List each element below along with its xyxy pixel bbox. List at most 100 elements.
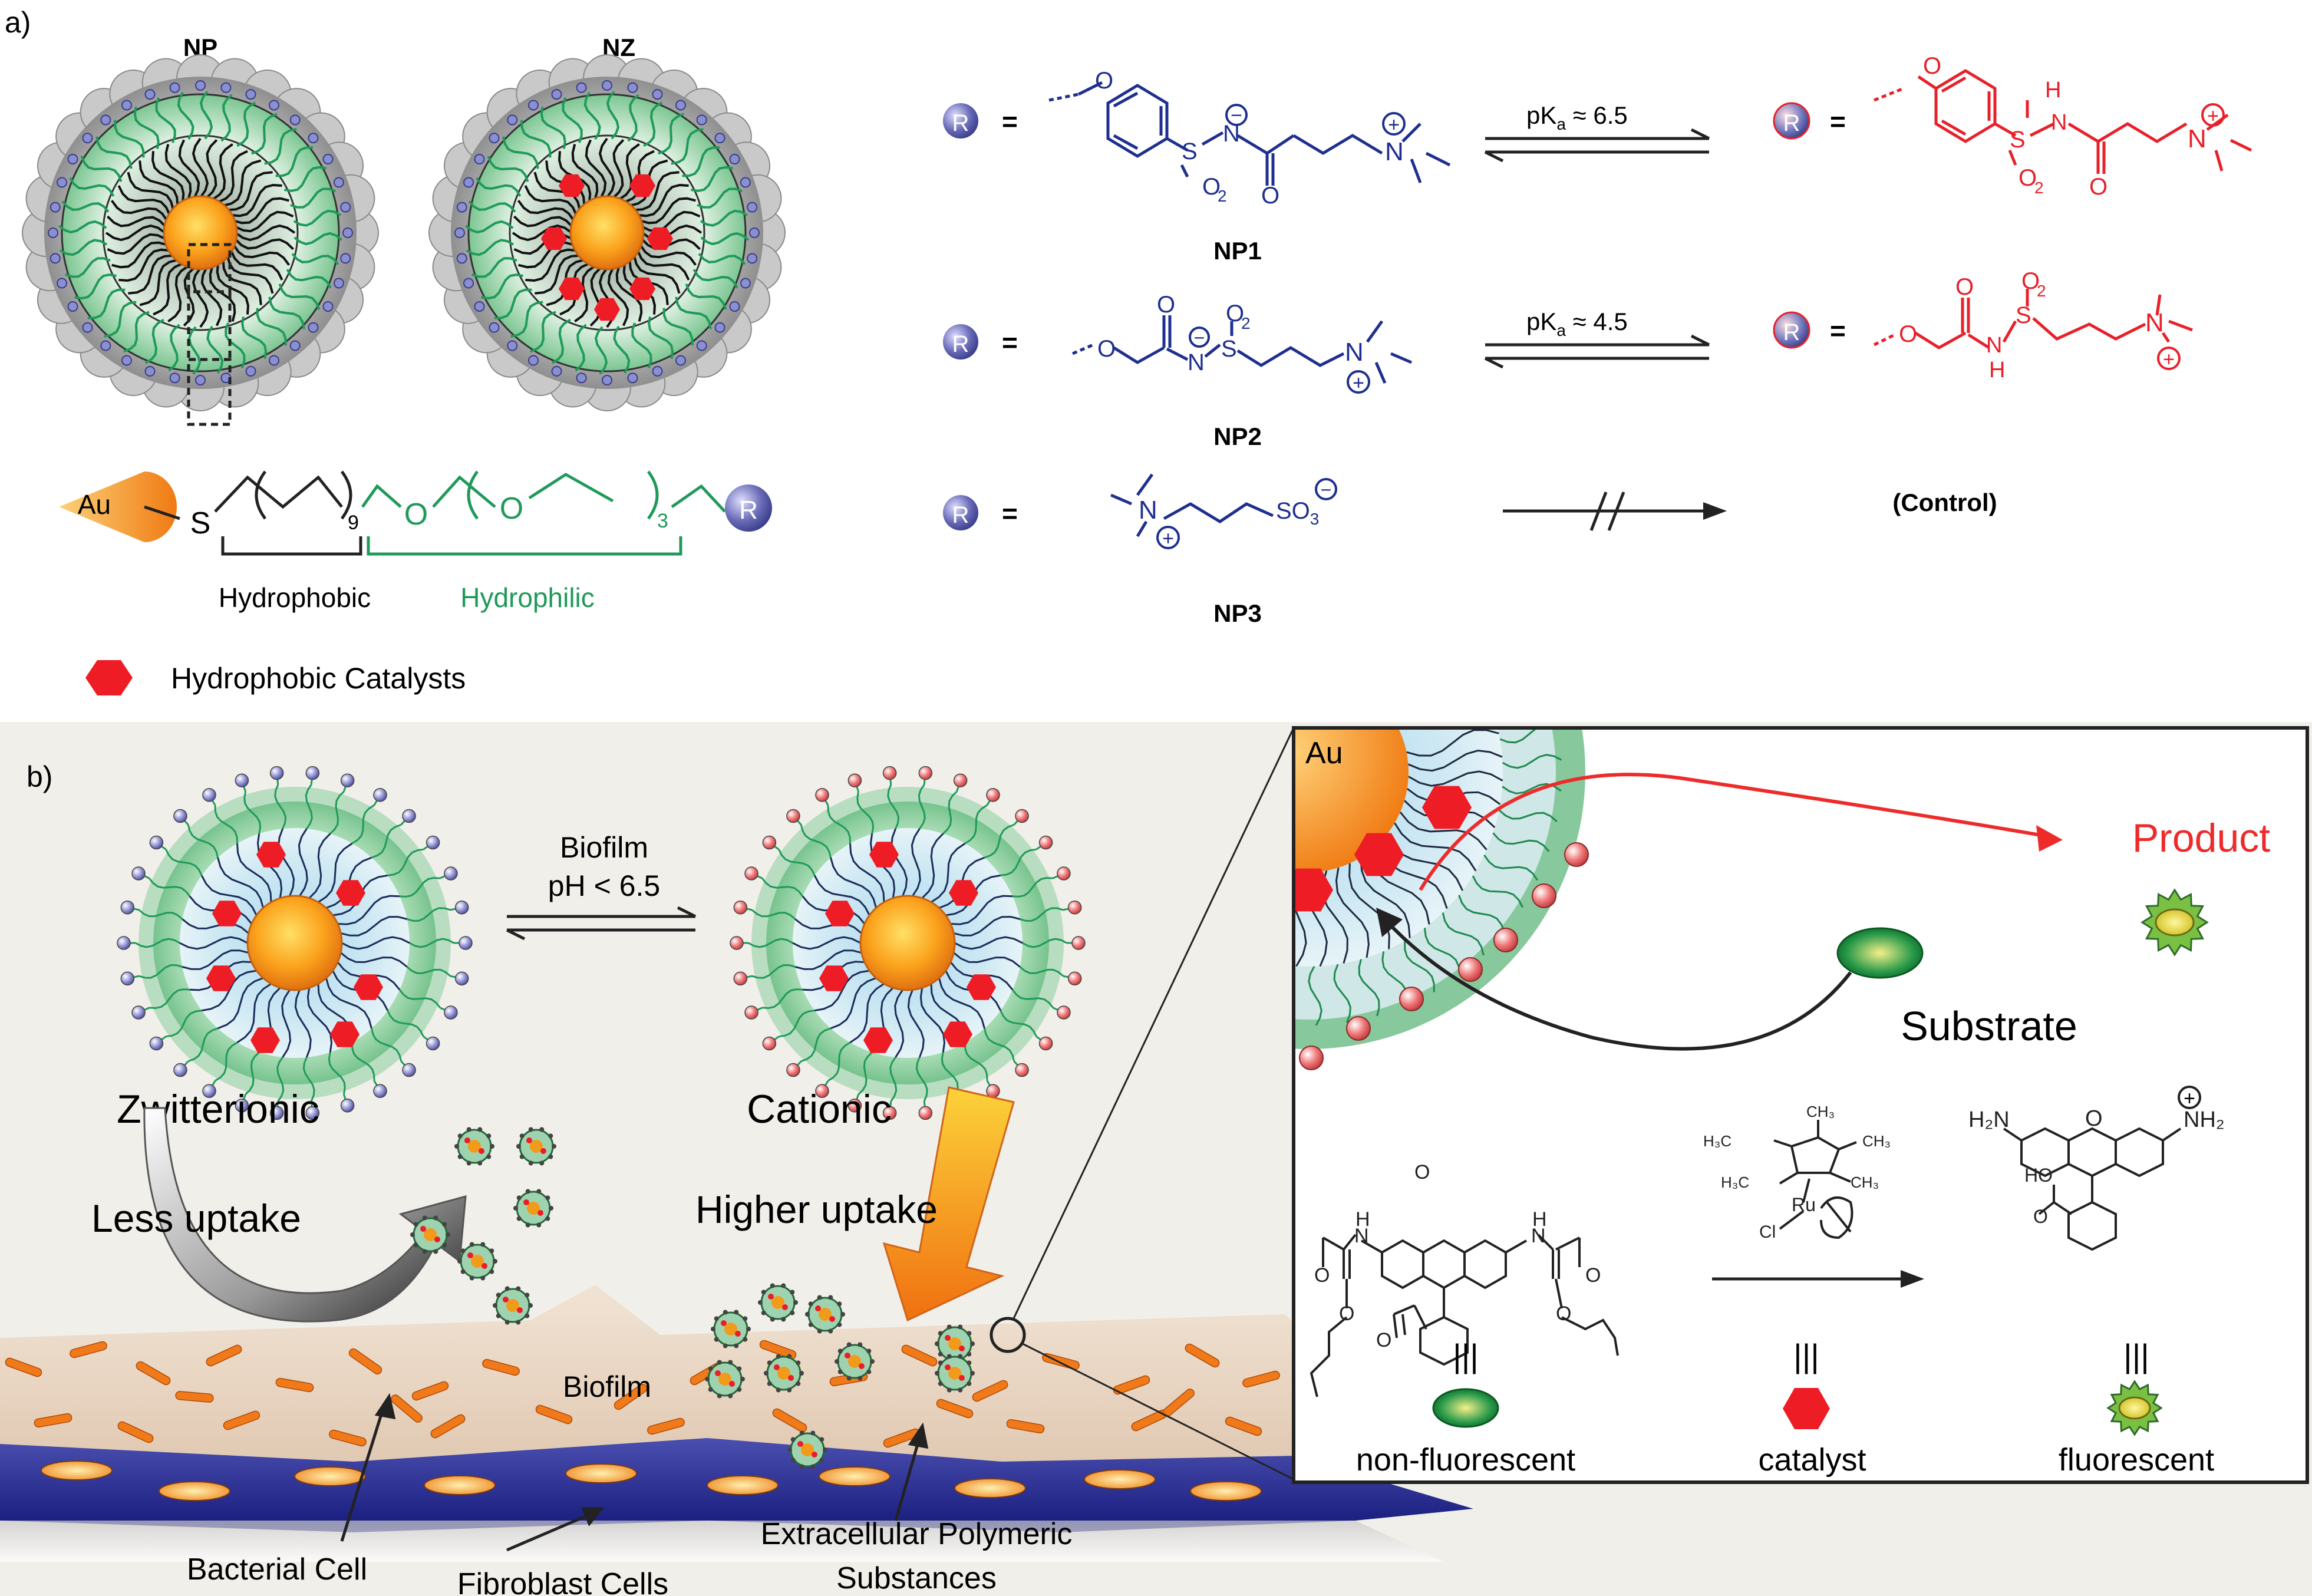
- peg-strand: [236, 101, 256, 147]
- end-group: [100, 114, 111, 126]
- peg-strand: [1019, 966, 1064, 977]
- small-nz-end: [466, 1127, 471, 1132]
- np2-plus: +: [1353, 372, 1364, 394]
- small-nz-end: [519, 1154, 525, 1159]
- peg-strand: [761, 878, 804, 897]
- ru-h3c-bottom: H₃C: [1721, 1173, 1749, 1191]
- bacterium: [1225, 1416, 1262, 1436]
- inset-cationic-groups: [1299, 842, 1589, 1070]
- alkyl-strand: [589, 266, 602, 327]
- peg-strand: [293, 232, 342, 246]
- np1p-o: O: [1923, 53, 1941, 79]
- small-nz-core: [506, 1299, 519, 1312]
- small-nz-end: [717, 1393, 722, 1399]
- small-nz-end: [410, 1232, 415, 1237]
- bacterium: [772, 1408, 807, 1433]
- end-group: [117, 936, 131, 950]
- small-nz-cat: [729, 1381, 735, 1387]
- np2p-plus: +: [2163, 348, 2175, 371]
- ligand-o1: O: [404, 497, 428, 532]
- end-group: [744, 1005, 758, 1020]
- small-nz-end: [810, 1430, 816, 1436]
- small-nz-cat: [945, 1335, 951, 1341]
- small-nz-core: [527, 1202, 540, 1215]
- peg-strand: [406, 966, 451, 977]
- catalyst-hexagon: [629, 277, 655, 301]
- panel-b-label: b): [27, 760, 52, 793]
- peg-strand: [697, 187, 743, 209]
- left-mol-o5: O: [1556, 1302, 1571, 1325]
- xanthene-o: O: [2085, 1106, 2103, 1131]
- np1-o2: O: [1202, 174, 1221, 200]
- end-group: [1067, 971, 1082, 986]
- end-group: [426, 835, 440, 850]
- peg-strand: [700, 209, 748, 227]
- alkyl-strand: [200, 875, 258, 916]
- small-nz-end: [737, 1366, 742, 1371]
- small-nz-cat: [768, 1294, 774, 1300]
- r-np3: R: [952, 502, 969, 528]
- end-group: [340, 1099, 355, 1113]
- peg-strand: [857, 1051, 873, 1095]
- end-group: [342, 227, 353, 238]
- ligand-s: S: [190, 506, 211, 540]
- small-nz-end: [504, 1286, 510, 1291]
- peg-strand: [751, 964, 796, 979]
- peg-strand: [371, 823, 402, 859]
- inset-catalysts: [1295, 786, 1472, 912]
- end-group: [120, 971, 135, 986]
- alkyl-strand: [233, 197, 289, 225]
- peg-strand: [187, 825, 219, 858]
- small-nz-end: [846, 1376, 852, 1381]
- small-nz-end: [740, 1377, 745, 1381]
- small-nz-end: [799, 1430, 804, 1436]
- small-nz-end: [967, 1331, 972, 1336]
- zoom-box-outer: [187, 358, 232, 426]
- alkyl-strand: [340, 952, 408, 968]
- small-nz-end: [528, 1160, 533, 1166]
- small-nz-core: [801, 1443, 814, 1456]
- small-nz-end: [516, 1286, 521, 1291]
- alkyl-strand: [217, 857, 264, 908]
- end-group: [121, 100, 132, 111]
- peg-strand: [476, 177, 522, 197]
- alkyl-strand: [217, 150, 248, 203]
- small-nz-end: [545, 1216, 550, 1221]
- alkyl-strand: [931, 842, 966, 903]
- peg-strand: [87, 288, 126, 319]
- small-nz-end: [808, 1301, 813, 1307]
- end-group: [308, 133, 319, 144]
- small-nz-end: [835, 1359, 839, 1364]
- alkyl-strand: [209, 265, 236, 322]
- ru-label: Ru: [1792, 1194, 1816, 1215]
- bacterial-cell-label: Bacterial Cell: [187, 1552, 367, 1587]
- alkyl-strand: [341, 936, 410, 950]
- higher-uptake-label: Higher uptake: [695, 1188, 938, 1231]
- small-nz-core: [468, 1140, 481, 1153]
- zoom-box-inner: [187, 243, 232, 294]
- end-group: [57, 177, 68, 188]
- small-nz-cat: [945, 1364, 951, 1370]
- np1-co-o: O: [1261, 183, 1279, 209]
- cell-nucleus: [1084, 1469, 1156, 1489]
- cell-nucleus: [41, 1460, 113, 1480]
- catalyst-hexagon: [212, 901, 242, 926]
- alkyl-strand: [298, 828, 308, 897]
- alkyl-strand: [954, 936, 1023, 950]
- peg-strand: [398, 989, 441, 1008]
- peg-strand: [138, 909, 183, 920]
- alkyl-strand: [953, 952, 1021, 968]
- end-group: [602, 375, 612, 385]
- gold-wedge: [59, 471, 177, 542]
- biofilm-condition-line1: Biofilm: [560, 831, 648, 864]
- catalyst-hexagon: [949, 880, 978, 906]
- peg-strand: [1000, 848, 1037, 876]
- small-nz-cat: [815, 1305, 821, 1311]
- left-mol-n2: N: [1531, 1225, 1546, 1247]
- end-group: [305, 766, 320, 780]
- small-nz-end: [767, 1360, 772, 1366]
- small-nz-end: [734, 1310, 739, 1315]
- alkyl-strand: [951, 895, 1013, 925]
- inset-panel: Au Product Substrate: [1292, 726, 2309, 1484]
- small-nz-end: [486, 1154, 492, 1159]
